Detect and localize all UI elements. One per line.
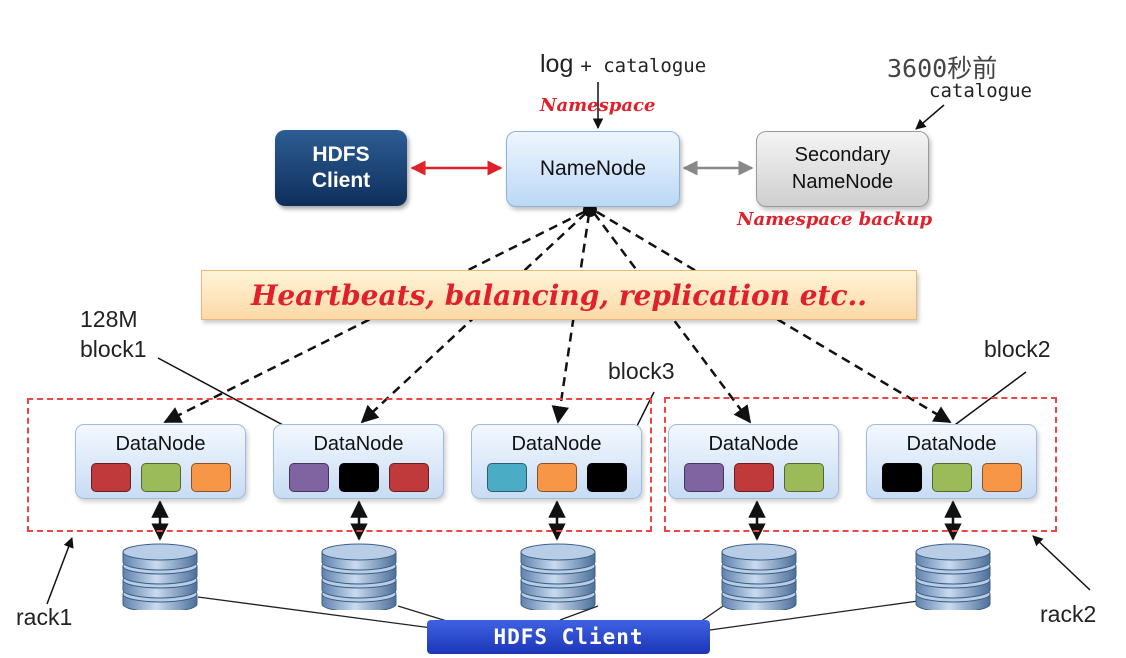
datanode-3[interactable]: DataNode — [471, 424, 642, 499]
namenode-log-label: log + catalogue — [540, 50, 706, 79]
catalogue-arrow — [915, 104, 945, 130]
datanode-label: DataNode — [708, 433, 799, 455]
block-cell — [587, 463, 627, 492]
secondary-line1: Secondary — [794, 144, 891, 166]
secondary-namenode-label: Secondary NameNode — [792, 142, 893, 196]
block-cell — [289, 463, 329, 492]
client-link-5 — [709, 600, 919, 631]
block-cell — [141, 463, 181, 492]
log-catalogue-text: + catalogue — [580, 55, 707, 77]
hdfs-client-box[interactable]: HDFS Client — [275, 130, 407, 206]
block-cell — [91, 463, 131, 492]
client-link-1 — [197, 596, 433, 629]
hdfs-client-bar-label: HDFS Client — [493, 625, 644, 649]
datanode-label: DataNode — [115, 433, 206, 455]
block1-size-label: 128M — [80, 306, 138, 332]
hdfs-client-label: HDFS Client — [312, 142, 370, 194]
disk-icon — [321, 543, 397, 610]
namespace-backup-label: Namespace backup — [737, 209, 933, 230]
disk-icon — [520, 543, 596, 610]
log-text: log — [540, 50, 574, 78]
block2-label: block2 — [984, 336, 1051, 362]
heartbeat-banner: Heartbeats, balancing, replication etc.. — [201, 270, 917, 320]
block-cell — [932, 463, 972, 492]
heartbeat-link-5 — [596, 210, 952, 424]
block-cell — [191, 463, 231, 492]
block3-label: block3 — [608, 358, 675, 384]
heartbeat-link-1 — [163, 210, 585, 424]
disk-icon — [721, 543, 797, 610]
block-cell — [982, 463, 1022, 492]
disk-links — [151, 500, 962, 541]
heartbeat-banner-text: Heartbeats, balancing, replication etc.. — [250, 278, 868, 312]
namespace-label: Namespace — [540, 95, 656, 116]
namenode-box[interactable]: NameNode — [506, 131, 680, 207]
block-cell — [734, 463, 774, 492]
block-cell — [389, 463, 429, 492]
hdfs-client-line1: HDFS — [312, 143, 370, 166]
datanode-label: DataNode — [313, 433, 404, 455]
datanode-label: DataNode — [511, 433, 602, 455]
block1-label: block1 — [80, 336, 147, 362]
rack2-pointer — [1032, 535, 1091, 591]
snn-catalogue-label: catalogue — [929, 80, 1032, 102]
datanode-5[interactable]: DataNode — [866, 424, 1037, 499]
datanode-1[interactable]: DataNode — [75, 424, 246, 499]
rack2-label: rack2 — [1040, 601, 1097, 627]
heartbeat-link-4 — [592, 212, 752, 424]
hdfs-client-bar[interactable]: HDFS Client — [427, 620, 710, 654]
block-cell — [339, 463, 379, 492]
rack2-boundary — [664, 397, 1057, 532]
client-link-4 — [699, 603, 727, 623]
rack1-pointer — [46, 537, 74, 605]
datanode-4[interactable]: DataNode — [668, 424, 839, 499]
block-cell — [784, 463, 824, 492]
namenode-label: NameNode — [539, 157, 647, 180]
block-cell — [684, 463, 724, 492]
hdfs-client-line2: Client — [311, 169, 371, 192]
block-cell — [882, 463, 922, 492]
disk-icon — [122, 543, 198, 610]
rack1-boundary — [27, 398, 652, 532]
block-cell — [487, 463, 527, 492]
client-link-3 — [559, 605, 599, 621]
secondary-namenode-box[interactable]: Secondary NameNode — [756, 131, 929, 207]
disk-icon — [915, 543, 991, 610]
rack1-label: rack1 — [16, 604, 73, 630]
datanode-2[interactable]: DataNode — [273, 424, 444, 499]
snn-time-label: 3600秒前 — [887, 54, 998, 83]
datanode-label: DataNode — [906, 433, 997, 455]
secondary-line2: NameNode — [791, 171, 894, 193]
block-cell — [537, 463, 577, 492]
client-links — [197, 596, 919, 631]
client-link-2 — [397, 605, 451, 623]
